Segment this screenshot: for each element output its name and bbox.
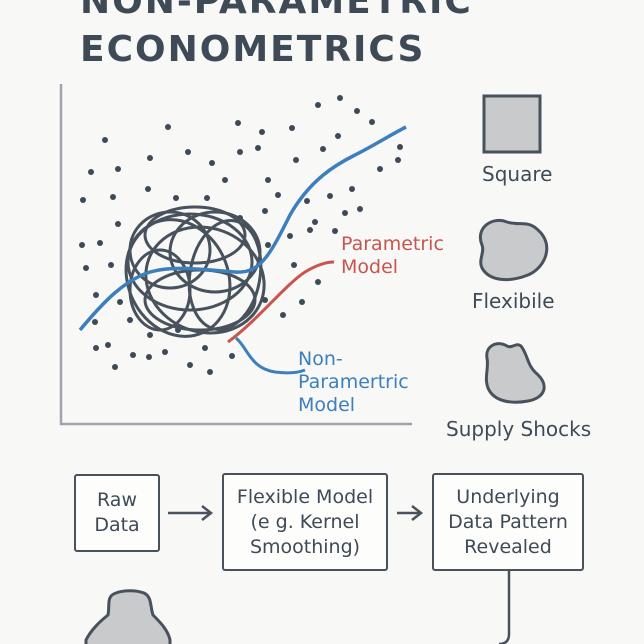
scatter-point [209, 160, 215, 166]
scatter-point [117, 299, 123, 305]
non-parametric-curve [78, 125, 407, 332]
scatter-point [207, 369, 213, 375]
scatter-point [265, 177, 271, 183]
scatter-point [335, 133, 341, 139]
scatter-point [147, 332, 153, 338]
scatter-point [146, 354, 152, 360]
scatter-point [162, 349, 168, 355]
scatter-point [237, 149, 243, 155]
scatter-point [222, 177, 228, 183]
scatter-point [299, 299, 305, 305]
supply-shocks-label: Supply Shocks [446, 417, 592, 441]
scatter-point [80, 197, 86, 203]
scatter-point [315, 279, 321, 285]
scatter-point [127, 317, 133, 323]
flow-box-data-pattern: Underlying Data Pattern Revealed [432, 473, 584, 571]
scatter-point [312, 219, 318, 225]
scatter-point [112, 364, 118, 370]
scatter-point [349, 186, 355, 192]
parametric-label: Parametric Model [341, 233, 444, 278]
scatter-point [229, 353, 235, 359]
scatter-point [93, 292, 99, 298]
scatter-point [145, 186, 151, 192]
scatter-point [262, 208, 268, 214]
scatter-point [110, 194, 116, 200]
scatter-point [307, 227, 313, 233]
scatter-point [97, 240, 103, 246]
scatter-point [93, 345, 99, 351]
scatter-point [255, 145, 261, 151]
square-icon [482, 94, 542, 154]
page-title: NON-PARAMETRIC ECONOMETRICS [80, 0, 473, 74]
scatter-point [315, 102, 321, 108]
scatter-point [147, 155, 153, 161]
scatter-point [304, 198, 310, 204]
scatter-point [320, 146, 326, 152]
scatter-point [342, 210, 348, 216]
scatter-point [293, 157, 299, 163]
scatter-point [108, 262, 114, 268]
plot-axes [59, 84, 412, 426]
scatter-point [83, 265, 89, 271]
non-parametric-leader [234, 336, 306, 375]
scatter-point [369, 119, 375, 125]
scatter-point [115, 221, 121, 227]
scatter-point [280, 312, 286, 318]
bell-icon [84, 589, 172, 644]
scatter-point [291, 262, 297, 268]
scatter-point [185, 149, 191, 155]
scatter-point [289, 125, 295, 131]
flow-box-flexible-model: Flexible Model (e g. Kernel Smoothing) [222, 473, 388, 571]
flow-box-raw-data: Raw Data [74, 474, 160, 552]
title-text: NON-PARAMETRIC ECONOMETRICS [80, 0, 473, 70]
scatter-point [395, 157, 401, 163]
scatter-point [92, 319, 98, 325]
scatter-point [332, 228, 338, 234]
scatter-point [79, 242, 85, 248]
scatter-point [357, 206, 363, 212]
flow-connector [498, 571, 511, 644]
scatter-point [102, 137, 108, 143]
scatter-point [265, 242, 271, 248]
scatter-point [105, 342, 111, 348]
scatter-point [397, 144, 403, 150]
scatter-point [202, 345, 208, 351]
non-parametric-label: Non- Paramertric Model [298, 348, 409, 416]
scatter-point [88, 169, 94, 175]
scatter-point [130, 352, 136, 358]
scatter-point [187, 362, 193, 368]
scatter-point [259, 129, 265, 135]
scatter-point [275, 192, 281, 198]
parametric-curve [227, 260, 335, 344]
flexible-label: Flexibile [472, 289, 555, 313]
scatter-point [204, 195, 210, 201]
scatter-point [173, 195, 179, 201]
scatter-point [235, 120, 241, 126]
flow-arrows [168, 505, 424, 521]
blob-icon [484, 342, 546, 404]
scatter-point [287, 233, 293, 239]
scatter-point [115, 166, 121, 172]
scatter-point [337, 95, 343, 101]
blob-icon [478, 219, 549, 282]
scatter-point [377, 166, 383, 172]
scatter-point [354, 108, 360, 114]
scatter-point [165, 124, 171, 130]
square-label: Square [482, 162, 553, 186]
scatter-point [327, 193, 333, 199]
